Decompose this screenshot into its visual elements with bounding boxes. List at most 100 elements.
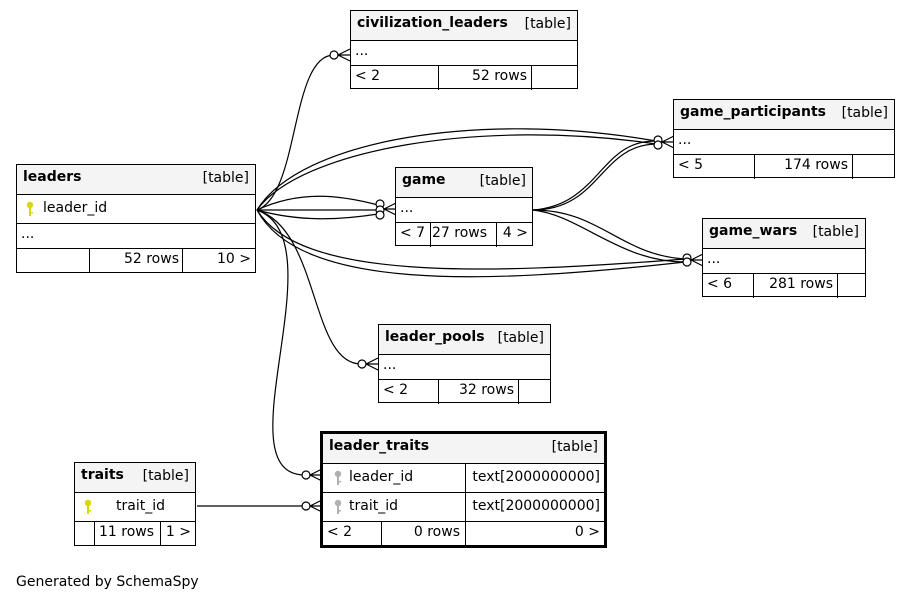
column-type: text[2000000000] xyxy=(472,498,600,514)
edge-end-circle xyxy=(682,257,692,267)
edge-leaders-civilization-leaders xyxy=(256,54,335,211)
table-name: game_wars xyxy=(709,223,798,239)
table-header: game_wars [table] xyxy=(703,219,865,249)
stats-row: < 5 174 rows xyxy=(674,155,894,179)
children-count: 0 > xyxy=(574,524,600,540)
edge-end-circle xyxy=(301,470,311,480)
columns-row: ... xyxy=(351,41,577,66)
table-game[interactable]: game [table] ... < 7 27 rows 4 > xyxy=(395,167,533,247)
edge-end-circle xyxy=(329,50,339,60)
columns-ellipsis: ... xyxy=(678,132,692,148)
edge-game-game-participants-1 xyxy=(532,140,657,211)
table-header: game_participants [table] xyxy=(674,100,894,130)
stats-row: < 7 27 rows 4 > xyxy=(396,223,532,247)
table-leaders[interactable]: leaders [table] leader_id ... 52 rows 10… xyxy=(16,164,256,273)
table-name: civilization_leaders xyxy=(357,15,508,31)
row-count: 32 rows xyxy=(458,382,514,398)
foreign-key-icon xyxy=(334,470,342,485)
row-count: 0 rows xyxy=(413,524,460,540)
table-traits[interactable]: traits [table] trait_id 11 rows 1 > xyxy=(74,462,196,546)
edge-end-circle xyxy=(375,210,385,220)
table-name: game_participants xyxy=(680,104,826,120)
children-count: 1 > xyxy=(165,524,191,540)
stats-row: 11 rows 1 > xyxy=(75,522,195,546)
edge-game-game-wars-1 xyxy=(532,209,686,260)
table-header: leader_traits [table] xyxy=(323,434,604,464)
column-name: trait_id xyxy=(116,498,165,514)
column-name: leader_id xyxy=(349,469,414,485)
columns-row: ... xyxy=(379,355,550,380)
edge-leaders-game-participants-2 xyxy=(256,134,657,211)
edge-game-game-wars-2 xyxy=(532,209,686,263)
table-game-participants[interactable]: game_participants [table] ... < 5 174 ro… xyxy=(673,99,895,179)
edge-leaders-game-wars-2 xyxy=(256,209,686,278)
table-kind: [table] xyxy=(497,330,544,346)
crows-foot xyxy=(383,202,397,216)
edge-leaders-leader-traits xyxy=(256,209,306,476)
table-name: leaders xyxy=(23,169,82,185)
column-row-leader-id: leader_id text[2000000000] xyxy=(323,464,604,493)
row-count: 11 rows xyxy=(99,524,155,540)
column-name: leader_id xyxy=(43,200,108,216)
row-count: 281 rows xyxy=(769,276,833,292)
stats-row: < 2 32 rows xyxy=(379,380,550,404)
table-civilization-leaders[interactable]: civilization_leaders [table] ... < 2 52 … xyxy=(350,10,578,90)
column-row-trait-id: trait_id text[2000000000] xyxy=(323,493,604,522)
columns-row: ... xyxy=(674,130,894,155)
columns-row: ... xyxy=(703,249,865,274)
columns-ellipsis: ... xyxy=(21,226,35,242)
table-kind: [table] xyxy=(202,170,249,186)
parents-count: < 7 xyxy=(400,225,426,241)
table-kind: [table] xyxy=(479,173,526,189)
table-kind: [table] xyxy=(841,105,888,121)
crows-foot xyxy=(337,48,351,62)
table-kind: [table] xyxy=(142,468,189,484)
column-name: trait_id xyxy=(349,498,398,514)
table-kind: [table] xyxy=(524,16,571,32)
table-header: game [table] xyxy=(396,168,532,198)
edge-leaders-leader-pools xyxy=(256,209,362,365)
row-count: 27 rows xyxy=(432,225,488,241)
table-name: traits xyxy=(81,467,124,483)
table-name: leader_pools xyxy=(385,329,485,345)
parents-count: < 2 xyxy=(355,68,381,84)
primary-key-icon xyxy=(84,499,92,514)
row-count: 174 rows xyxy=(784,157,848,173)
table-header: traits [table] xyxy=(75,463,195,493)
edge-game-game-participants-2 xyxy=(532,143,657,211)
columns-row: ... xyxy=(17,224,255,249)
parents-count: < 2 xyxy=(327,524,353,540)
edge-leaders-game-participants-1 xyxy=(256,128,657,211)
column-type: text[2000000000] xyxy=(472,469,600,485)
crows-foot xyxy=(661,135,675,149)
stats-row: 52 rows 10 > xyxy=(17,249,255,273)
columns-row: ... xyxy=(396,198,532,223)
crows-foot xyxy=(690,253,704,267)
table-game-wars[interactable]: game_wars [table] ... < 6 281 rows xyxy=(702,218,866,298)
crows-foot xyxy=(365,357,379,371)
parents-count: < 5 xyxy=(678,157,704,173)
row-count: 52 rows xyxy=(471,68,527,84)
children-count: 10 > xyxy=(217,251,251,267)
parents-count: < 2 xyxy=(383,382,409,398)
table-header: civilization_leaders [table] xyxy=(351,11,577,41)
table-leader-traits[interactable]: leader_traits [table] leader_id text[200… xyxy=(320,431,607,548)
edge-end-circle xyxy=(357,359,367,369)
parents-count: < 6 xyxy=(707,276,733,292)
columns-ellipsis: ... xyxy=(400,200,414,216)
table-leader-pools[interactable]: leader_pools [table] ... < 2 32 rows xyxy=(378,324,551,404)
table-name: leader_traits xyxy=(329,438,430,454)
children-count: 4 > xyxy=(502,225,528,241)
primary-key-icon xyxy=(26,201,34,216)
table-name: game xyxy=(402,172,446,188)
columns-ellipsis: ... xyxy=(355,43,369,59)
foreign-key-icon xyxy=(334,499,342,514)
stats-row: < 2 52 rows xyxy=(351,66,577,90)
columns-ellipsis: ... xyxy=(383,357,397,373)
edge-end-circle xyxy=(653,140,663,150)
row-count: 52 rows xyxy=(123,251,179,267)
column-row-leader-id: leader_id xyxy=(17,195,255,224)
table-kind: [table] xyxy=(812,224,859,240)
stats-row: < 6 281 rows xyxy=(703,274,865,298)
